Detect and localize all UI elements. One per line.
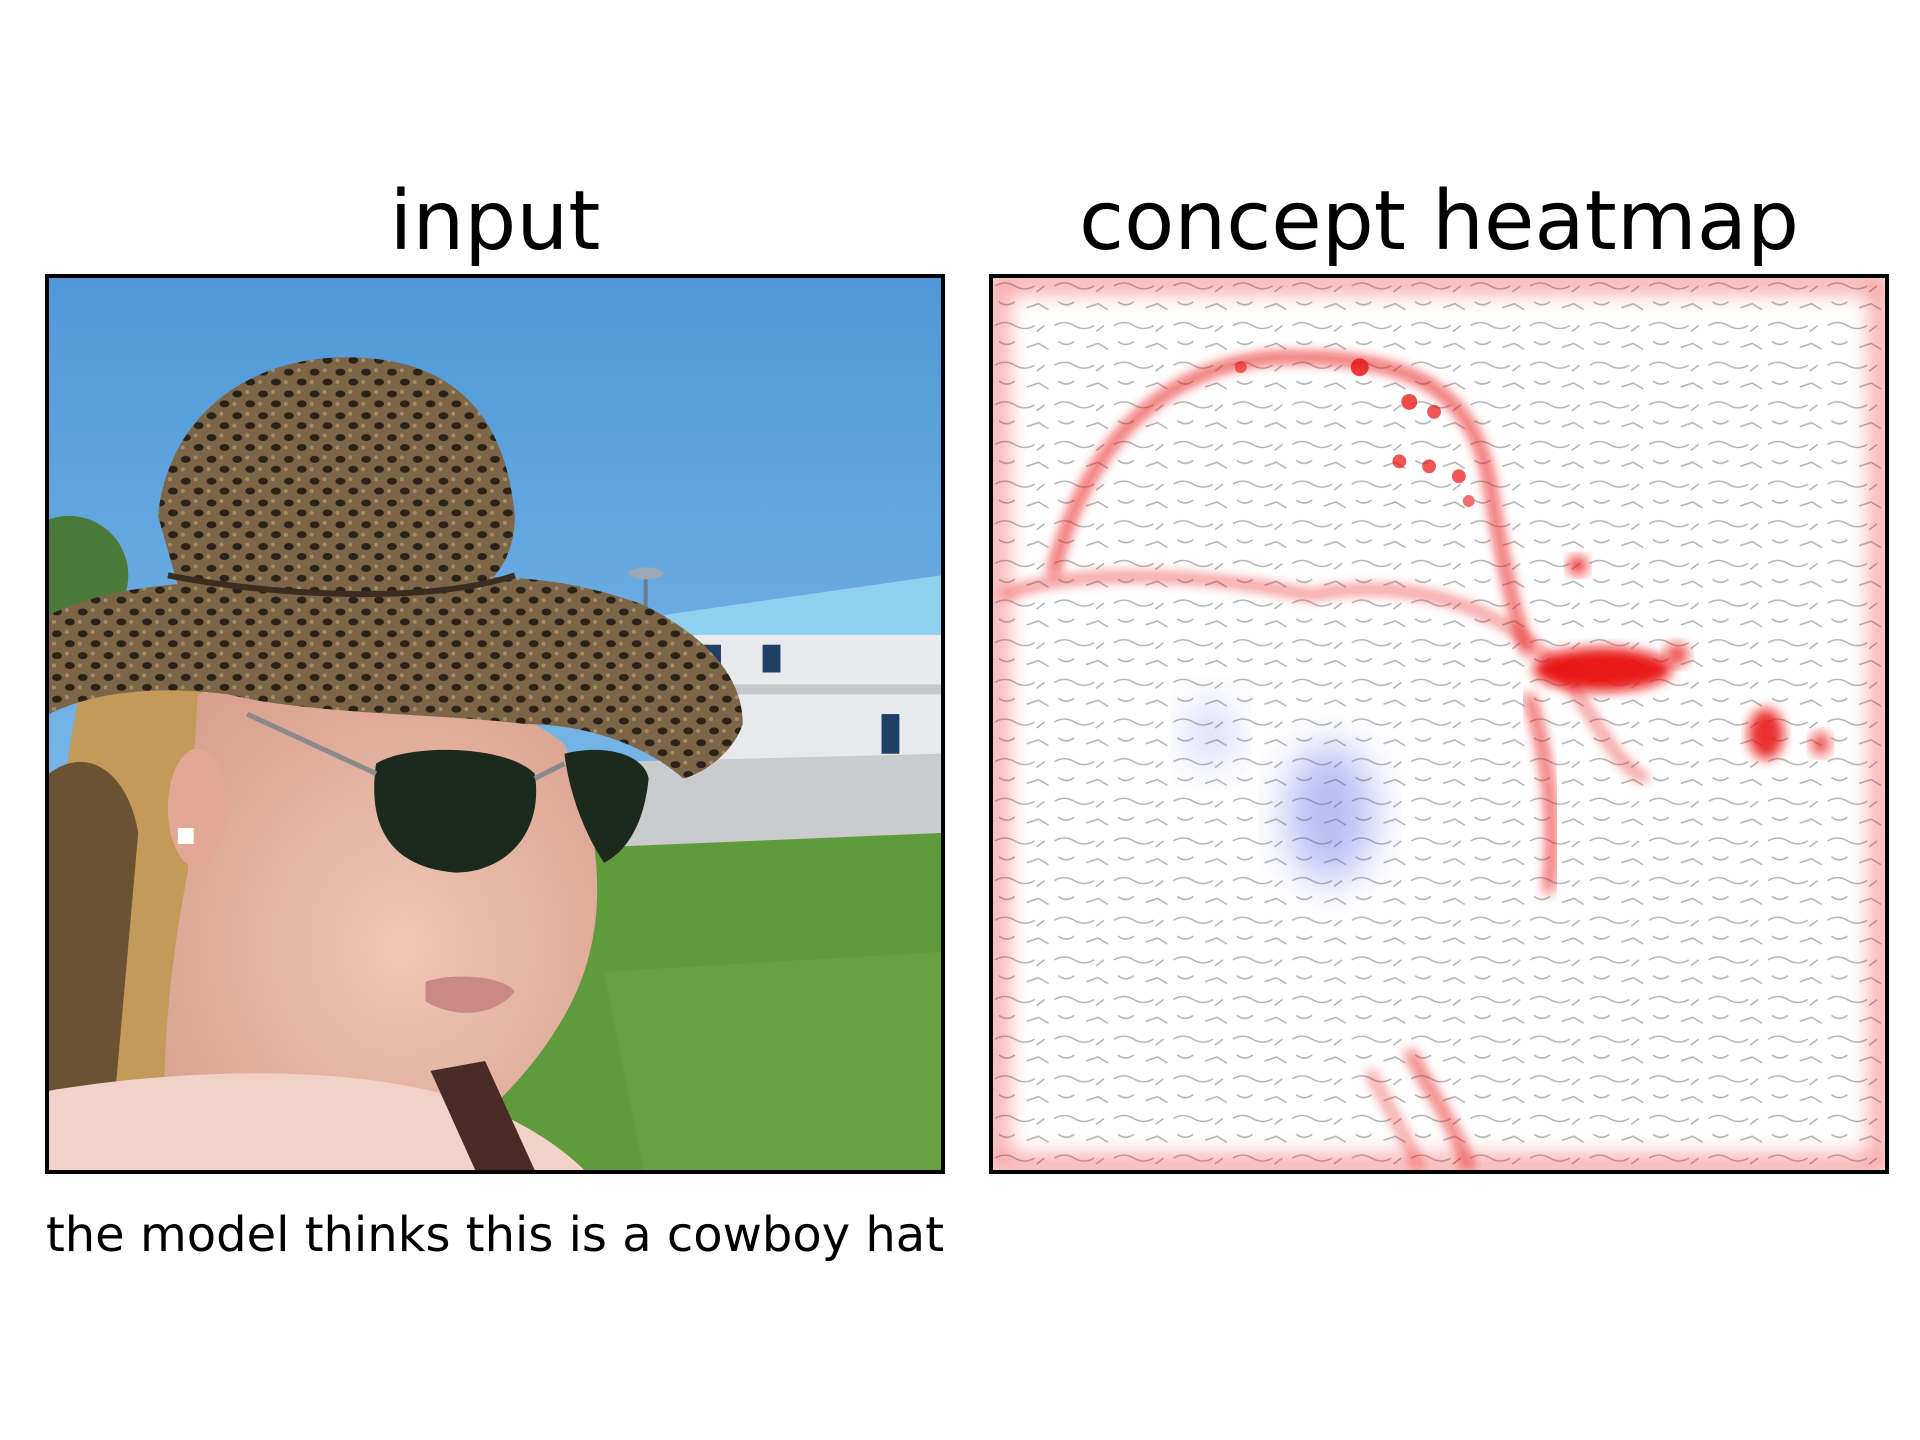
input-photo	[49, 278, 941, 1170]
concept-heatmap	[993, 278, 1885, 1170]
ear	[167, 748, 228, 868]
shoulders	[49, 1060, 585, 1170]
heatmap-frame	[989, 274, 1889, 1174]
prediction-caption: the model thinks this is a cowboy hat	[45, 1207, 945, 1263]
heat-hotspots	[1234, 358, 1831, 760]
strap	[430, 1060, 535, 1170]
heat-positive-regions	[993, 278, 1885, 1170]
edge-texture	[993, 278, 1885, 1170]
panel-title-heatmap: concept heatmap	[1078, 174, 1800, 269]
sunglasses	[246, 711, 649, 873]
heat-negative-regions	[1186, 699, 1375, 883]
lips	[425, 976, 515, 1013]
panel-title-input: input	[389, 174, 601, 269]
earring	[177, 828, 194, 844]
input-image-frame	[45, 274, 945, 1174]
straw-hat	[49, 357, 743, 779]
